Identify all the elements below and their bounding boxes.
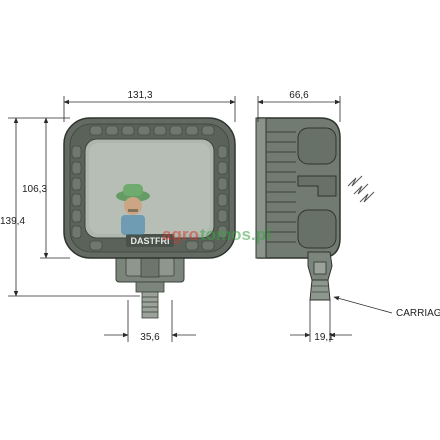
light-rays-icon: [347, 175, 375, 203]
cooling-fins: [266, 131, 296, 243]
lens-height-label: 106,3: [22, 184, 47, 195]
callout-label: CARRIAG: [396, 308, 440, 319]
side-view: [255, 117, 375, 301]
width-label: 131,3: [127, 90, 152, 101]
bracket-width-label: 35,6: [140, 332, 160, 343]
total-height-label: 139,4: [0, 216, 25, 227]
led-bumps: [71, 125, 228, 251]
depth-label: 66,6: [289, 90, 309, 101]
watermark-part2: tomos.pl: [200, 225, 271, 244]
front-view: DASTFRI: [63, 117, 236, 319]
side-front-rim: [255, 117, 267, 259]
watermark-part1: agro: [162, 225, 199, 244]
side-mount: [307, 251, 333, 301]
brand-plate: [126, 234, 174, 247]
mount-width-label: 19,1: [314, 332, 334, 343]
brand-text: DASTFRI: [131, 236, 170, 246]
rear-heatsink-blocks: [297, 127, 337, 249]
watermark: agro tomos.pl: [116, 184, 271, 244]
dimension-lines: [8, 96, 393, 342]
mascot-icon: [116, 184, 150, 235]
front-mount-bracket: [115, 251, 185, 319]
dimension-labels: 131,3 66,6 106,3 139,4 35,6 19,1 CARRIAG: [0, 90, 440, 343]
